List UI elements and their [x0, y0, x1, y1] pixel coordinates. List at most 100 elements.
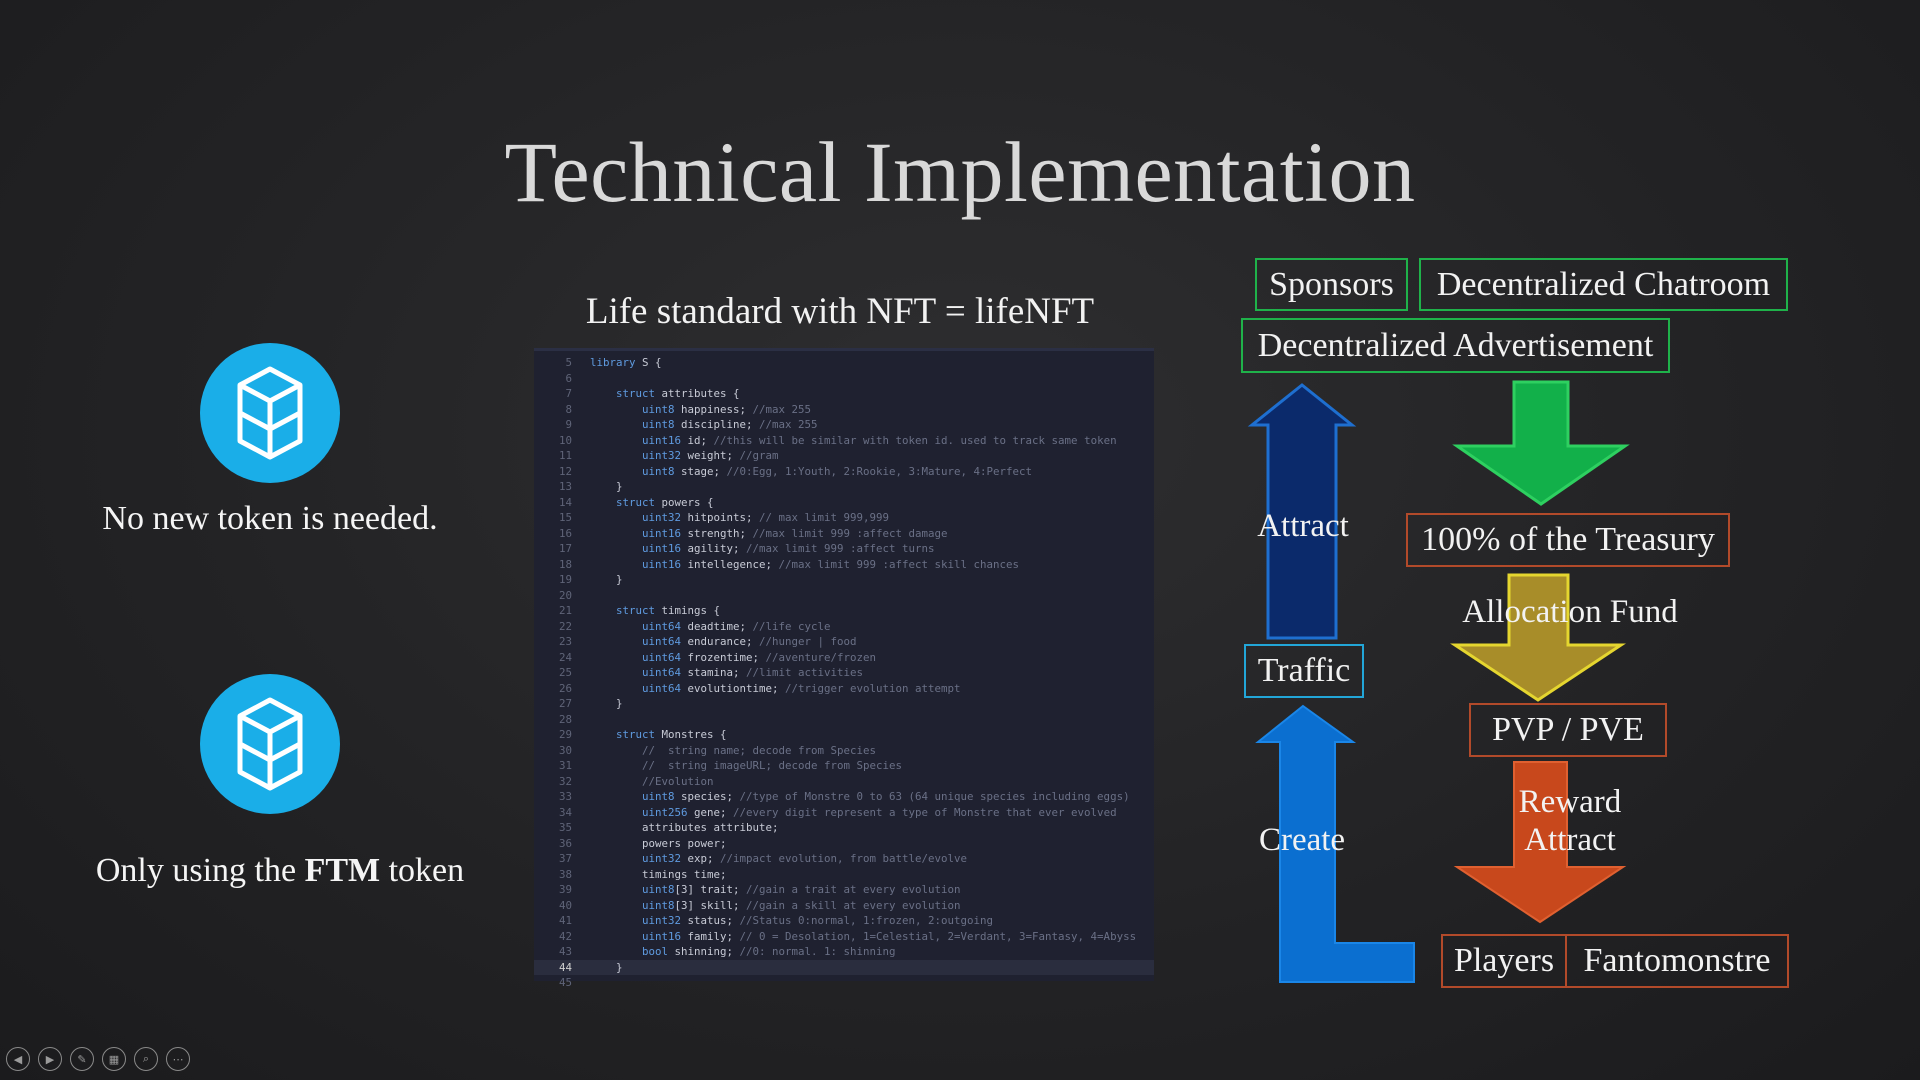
line-number: 32 — [558, 774, 572, 788]
line-number: 27 — [558, 697, 572, 710]
allocation-down-arrow — [1450, 573, 1626, 702]
code-text: uint64 stamina; //limit activities — [642, 666, 864, 679]
line-number: 19 — [558, 573, 572, 586]
code-line: 11 uint32 weight; //gram — [534, 448, 1154, 464]
flow-arrows — [1247, 380, 1630, 983]
code-line: 26 uint64 evolutiontime; //trigger evolu… — [534, 681, 1154, 697]
code-line: 8 uint8 happiness; //max 255 — [534, 402, 1154, 418]
line-number: 33 — [558, 790, 572, 803]
code-text: struct timings { — [616, 604, 721, 617]
line-number: 43 — [558, 945, 572, 958]
line-number: 39 — [558, 883, 572, 896]
code-text: uint8 species; //type of Monstre 0 to 63… — [642, 790, 1130, 803]
code-text: } — [590, 480, 623, 493]
code-text: uint16 family; // 0 = Desolation, 1=Cele… — [642, 929, 1137, 943]
line-number: 26 — [558, 681, 572, 695]
advertisement-box: Decentralized Advertisement — [1241, 318, 1670, 373]
line-number: 6 — [565, 371, 572, 385]
code-line: 16 uint16 strength; //max limit 999 :aff… — [534, 526, 1154, 542]
code-text: uint8[3] skill; //gain a skill at every … — [642, 898, 961, 912]
code-line: 5 library S { — [534, 355, 1154, 371]
line-number: 5 — [565, 356, 572, 369]
code-line: 45 — [534, 975, 1154, 991]
fantom-logo-icon-2 — [200, 674, 340, 814]
code-text: uint64 evolutiontime; //trigger evolutio… — [642, 681, 961, 695]
code-line: 28 — [534, 712, 1154, 728]
code-line: 44 } — [534, 959, 1154, 975]
ftm-token-caption: Only using the FTM token — [40, 852, 520, 890]
code-text: uint64 endurance; //hunger | food — [642, 635, 857, 648]
line-number: 36 — [558, 836, 572, 850]
line-number: 20 — [558, 588, 572, 602]
code-text: uint16 intellegence; //max limit 999 :af… — [642, 557, 1020, 571]
code-line: 25 uint64 stamina; //limit activities — [534, 665, 1154, 681]
reward-label: Reward — [1518, 784, 1622, 820]
line-number: 23 — [558, 635, 572, 648]
attract-label-left: Attract — [1257, 508, 1349, 544]
line-number: 8 — [565, 402, 572, 416]
code-text: uint64 deadtime; //life cycle — [642, 619, 831, 633]
code-text: library S { — [590, 356, 662, 369]
line-number: 9 — [565, 418, 572, 431]
code-text: attributes attribute; — [590, 821, 779, 834]
sponsors-box: Sponsors — [1255, 258, 1408, 311]
code-line: 39 uint8[3] trait; //gain a trait at eve… — [534, 882, 1154, 898]
code-line: 35 attributes attribute; — [534, 820, 1154, 836]
line-number: 7 — [565, 387, 572, 400]
code-text: uint32 exp; //impact evolution, from bat… — [642, 852, 968, 865]
more-options-icon[interactable]: ⋯ — [166, 1047, 190, 1071]
line-number: 21 — [558, 604, 572, 617]
line-number: 40 — [558, 898, 572, 912]
code-line: 20 — [534, 588, 1154, 604]
code-line: 13 } — [534, 479, 1154, 495]
code-line: 24 uint64 frozentime; //aventure/frozen — [534, 650, 1154, 666]
slides-grid-icon[interactable]: ▦ — [102, 1047, 126, 1071]
code-line: 21 struct timings { — [534, 603, 1154, 619]
code-text: uint64 frozentime; //aventure/frozen — [642, 650, 877, 664]
chatroom-box: Decentralized Chatroom — [1419, 258, 1788, 311]
code-text: } — [590, 573, 623, 586]
code-line: 40 uint8[3] skill; //gain a skill at eve… — [534, 898, 1154, 914]
line-number: 10 — [558, 433, 572, 447]
code-line: 23 uint64 endurance; //hunger | food — [534, 634, 1154, 650]
code-line: 43 bool shinning; //0: normal. 1: shinni… — [534, 944, 1154, 960]
fantom-logo-glyph — [237, 366, 303, 460]
attract-up-arrow — [1247, 383, 1357, 640]
code-text: uint32 status; //Status 0:normal, 1:froz… — [642, 914, 994, 927]
code-text: // string name; decode from Species — [642, 743, 877, 757]
code-line: 33 uint8 species; //type of Monstre 0 to… — [534, 789, 1154, 805]
code-text: powers power; — [590, 836, 727, 850]
line-number: 18 — [558, 557, 572, 571]
line-number: 28 — [558, 712, 572, 726]
line-number: 16 — [558, 526, 572, 540]
create-label: Create — [1258, 822, 1346, 858]
code-line: 29 struct Monstres { — [534, 727, 1154, 743]
code-line: 27 } — [534, 696, 1154, 712]
fantomonstre-box: Fantomonstre — [1565, 934, 1789, 988]
line-number: 13 — [558, 480, 572, 493]
ftm-caption-suffix: token — [380, 852, 465, 889]
code-text: struct Monstres { — [616, 728, 727, 741]
pen-icon[interactable]: ✎ — [70, 1047, 94, 1071]
code-text: //Evolution — [642, 774, 714, 788]
traffic-box: Traffic — [1244, 644, 1364, 698]
create-l-arrow — [1255, 704, 1415, 983]
code-line: 31 // string imageURL; decode from Speci… — [534, 758, 1154, 774]
zoom-icon[interactable]: ⌕ — [134, 1047, 158, 1071]
code-text: uint16 strength; //max limit 999 :affect… — [642, 526, 948, 540]
ftm-caption-prefix: Only using the — [95, 852, 305, 889]
code-text: uint8 happiness; //max 255 — [642, 402, 812, 416]
code-line: 42 uint16 family; // 0 = Desolation, 1=C… — [534, 929, 1154, 945]
code-line: 37 uint32 exp; //impact evolution, from … — [534, 851, 1154, 867]
code-text: // string imageURL; decode from Species — [642, 759, 903, 772]
previous-icon[interactable]: ◀ — [6, 1047, 30, 1071]
line-number: 15 — [558, 511, 572, 524]
next-icon[interactable]: ▶ — [38, 1047, 62, 1071]
line-number: 12 — [558, 464, 572, 478]
code-line: 15 uint32 hitpoints; // max limit 999,99… — [534, 510, 1154, 526]
line-number: 35 — [558, 821, 572, 834]
code-text: uint32 weight; //gram — [642, 449, 779, 462]
code-line: 30 // string name; decode from Species — [534, 743, 1154, 759]
line-number: 25 — [558, 666, 572, 679]
